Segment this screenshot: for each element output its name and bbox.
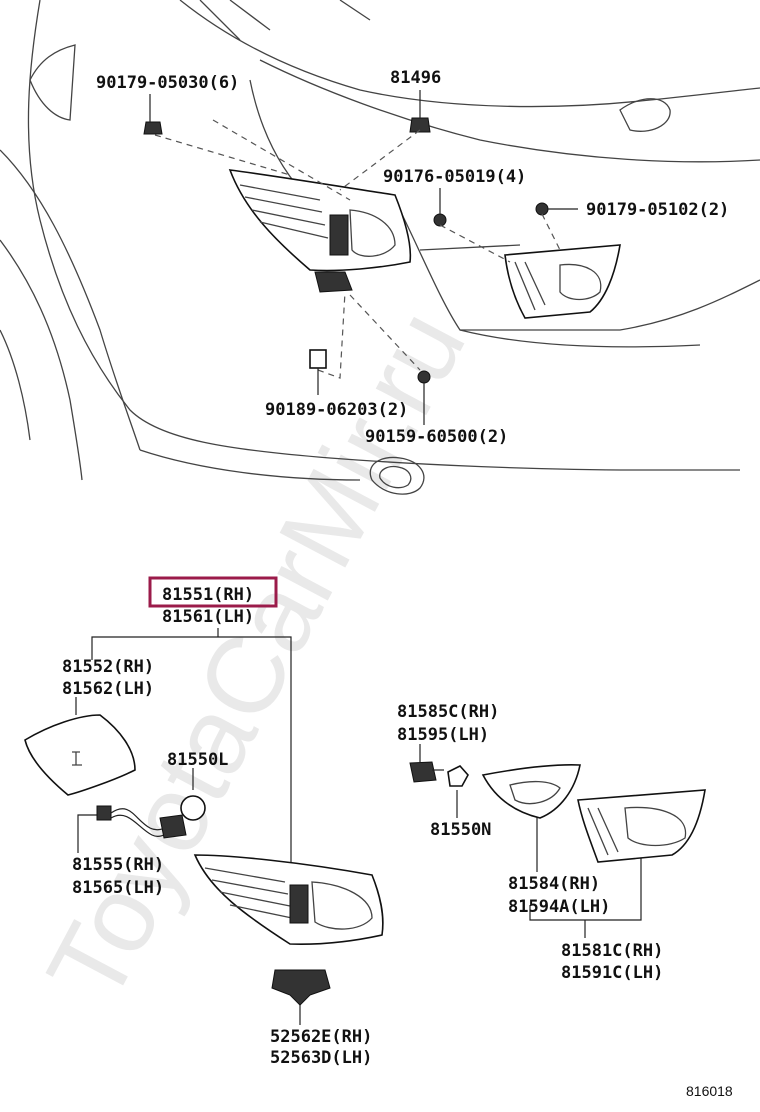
outer-lamp-part <box>193 854 384 945</box>
bulb-81550l <box>180 795 206 821</box>
gasket-part <box>24 714 136 796</box>
upper-leaders <box>149 90 578 425</box>
label-90179-05102: 90179-05102(2) <box>586 200 729 220</box>
label-90176-05019: 90176-05019(4) <box>383 167 526 187</box>
label-81591c-lh: 81591C(LH) <box>561 963 663 983</box>
highlight-box <box>148 576 278 608</box>
label-52563d-lh: 52563D(LH) <box>270 1048 372 1068</box>
inner-tail-lamp-installed <box>504 244 621 319</box>
fasteners-upper <box>143 117 549 384</box>
label-52562e-rh: 52562E(RH) <box>270 1027 372 1047</box>
label-90159-60500: 90159-60500(2) <box>365 427 508 447</box>
car-body-outline <box>0 0 760 495</box>
label-90179-05030: 90179-05030(6) <box>96 73 239 93</box>
label-81581c-rh: 81581C(RH) <box>561 941 663 961</box>
label-81594a-lh: 81594A(LH) <box>508 897 610 917</box>
label-81561-lh: 81561(LH) <box>162 607 254 627</box>
socket-part <box>409 761 444 783</box>
outer-tail-lamp-installed <box>228 169 412 293</box>
bracket-part <box>271 969 331 1006</box>
inner-lamp-part <box>577 789 706 863</box>
guide-lines <box>154 119 561 379</box>
label-90189-06203: 90189-06203(2) <box>265 400 408 420</box>
label-81555-rh: 81555(RH) <box>72 855 164 875</box>
label-81550n: 81550N <box>430 820 491 840</box>
label-81496: 81496 <box>390 68 441 88</box>
label-81595-lh: 81595(LH) <box>397 725 489 745</box>
bulb-81550n <box>447 765 469 787</box>
wire-harness <box>96 805 187 839</box>
label-81562-lh: 81562(LH) <box>62 679 154 699</box>
label-81565-lh: 81565(LH) <box>72 878 164 898</box>
label-81551-rh: 81551(RH) <box>162 585 254 605</box>
label-81584-rh: 81584(RH) <box>508 874 600 894</box>
figure-number: 816018 <box>686 1083 733 1099</box>
label-81585c-rh: 81585C(RH) <box>397 702 499 722</box>
inner-gasket-part <box>481 764 581 819</box>
label-81552-rh: 81552(RH) <box>62 657 154 677</box>
label-81550l: 81550L <box>167 750 228 770</box>
lower-leaders <box>75 628 642 1025</box>
